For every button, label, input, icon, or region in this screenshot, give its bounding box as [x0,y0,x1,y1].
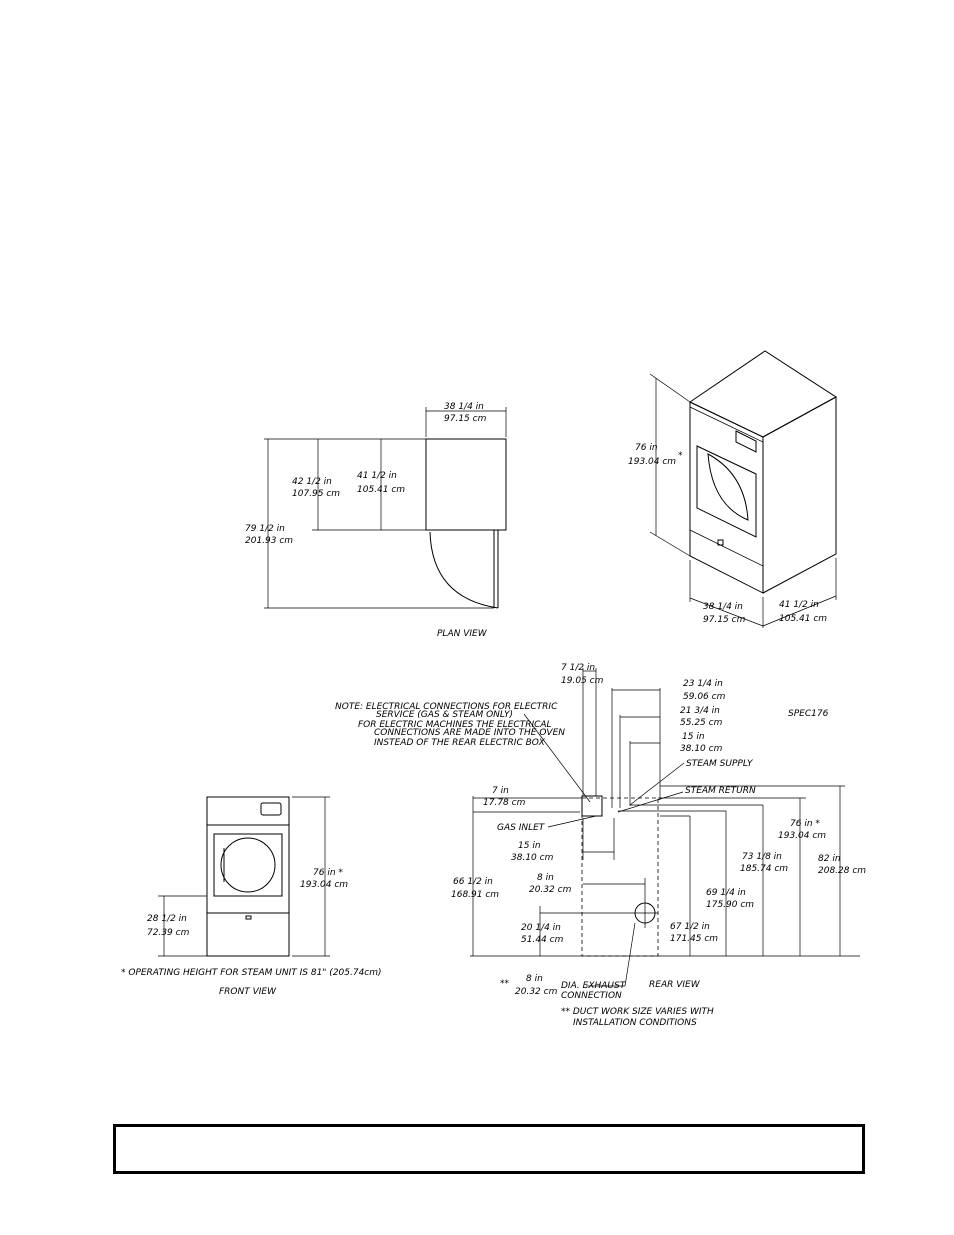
rear-note-line-3: FOR ELECTRIC MACHINES THE ELECTRICAL [358,720,552,730]
dim-20q-cm: 51.44 cm [521,935,564,945]
rear-spec-label: SPEC176 [788,709,829,719]
front-steam-note: * OPERATING HEIGHT FOR STEAM UNIT IS 81"… [121,968,382,978]
dim-66h-cm: 168.91 cm [451,890,499,900]
plan-view-label: PLAN VIEW [437,629,488,639]
iso-height-mark: * [678,451,683,461]
rear-electric-box [581,795,603,817]
dim-8b-cm: 20.32 cm [515,987,558,997]
dim-69q-cm: 175.90 cm [706,900,754,910]
steam-supply-label: STEAM SUPPLY [686,759,754,769]
iso-door-frame [696,445,757,538]
dim-67h-in: 67 1/2 in [670,922,710,932]
dim-73e-in: 73 1/8 in [742,852,782,862]
plan-width-in: 38 1/4 in [444,402,484,412]
rear-view-label: REAR VIEW [649,980,701,990]
plan-depth-b-in: 41 1/2 in [357,471,397,481]
plan-total-in: 79 1/2 in [245,524,285,534]
dim-23q-cm: 59.06 cm [683,692,726,702]
plan-total-cm: 201.93 cm [245,536,293,546]
dim-21tq-cm: 55.25 cm [680,718,723,728]
dim-7-cm: 17.78 cm [483,798,526,808]
dim-8a-cm: 20.32 cm [529,885,572,895]
plan-door-swing [429,531,499,609]
front-door-glass [220,837,276,893]
steam-return-label: STEAM RETURN [685,786,756,796]
dim-23q-in: 23 1/4 in [683,679,723,689]
exhaust-label-1: DIA. EXHAUST [561,981,627,991]
footer-box [113,1124,865,1174]
dim-15a-in: 15 in [682,732,705,742]
front-door-in: 28 1/2 in [147,914,187,924]
dim-20q-in: 20 1/4 in [521,923,561,933]
dim-67h-cm: 171.45 cm [670,934,718,944]
dim-15b-in: 15 in [518,841,541,851]
exhaust-mark: ** [500,979,510,989]
front-control-panel [260,802,282,816]
iso-handle [717,539,724,546]
iso-height-cm: 193.04 cm [628,457,676,467]
dim-21tq-in: 21 3/4 in [680,706,720,716]
plan-depth-b-cm: 105.41 cm [357,485,405,495]
rear-note-line-2: SERVICE (GAS & STEAM ONLY) [376,710,513,720]
front-cabinet [206,796,290,957]
dim-76-in: 76 in * [790,819,820,829]
rear-note-line-4: CONNECTIONS ARE MADE INTO THE OVEN [374,728,565,738]
iso-door-glass [707,453,749,521]
front-height-cm: 193.04 cm [300,880,348,890]
dim-82-in: 82 in [818,854,841,864]
isometric-view: 76 in 193.04 cm * 38 1/4 in 97.15 cm 41 … [628,350,837,628]
plan-depth-a-cm: 107.95 cm [292,489,340,499]
dim-66h-in: 66 1/2 in [453,877,493,887]
plan-view: 38 1/4 in 97.15 cm 42 1/2 in 107.95 cm 4… [245,402,507,639]
dim-15a-cm: 38.10 cm [680,744,723,754]
front-handle [245,915,252,920]
duct-note-1: ** DUCT WORK SIZE VARIES WITH [561,1007,714,1017]
dim-7half-in: 7 1/2 in [561,663,595,673]
plan-dryer-outline [425,438,507,531]
front-view-label: FRONT VIEW [219,987,277,997]
dim-82-cm: 208.28 cm [818,866,866,876]
gas-inlet-label: GAS INLET [497,823,546,833]
dim-15b-cm: 38.10 cm [511,853,554,863]
iso-depth-in: 41 1/2 in [779,600,819,610]
rear-note-line-1: NOTE: ELECTRICAL CONNECTIONS FOR ELECTRI… [335,702,558,712]
duct-note-2: INSTALLATION CONDITIONS [573,1018,697,1028]
dim-8b-in: 8 in [526,974,543,984]
front-height-in: 76 in * [313,868,343,878]
dim-7half-cm: 19.05 cm [561,676,604,686]
dim-7-in: 7 in [492,786,509,796]
rear-cabinet-outline [581,797,659,957]
iso-width-in: 38 1/4 in [703,602,743,612]
rear-note-line-5: INSTEAD OF THE REAR ELECTRIC BOX [374,738,546,748]
iso-control-panel [735,430,757,453]
iso-front [689,401,764,594]
iso-depth-cm: 105.41 cm [779,614,827,624]
front-door-cm: 72.39 cm [147,928,190,938]
dim-76-cm: 193.04 cm [778,831,826,841]
front-door-frame [213,833,283,897]
iso-height-in: 76 in [635,443,658,453]
plan-width-cm: 97.15 cm [444,414,487,424]
iso-width-cm: 97.15 cm [703,615,746,625]
dim-73e-cm: 185.74 cm [740,864,788,874]
iso-side [762,396,837,594]
exhaust-label-2: CONNECTION [561,991,622,1001]
dim-8a-in: 8 in [537,873,554,883]
dim-69q-in: 69 1/4 in [706,888,746,898]
iso-top [689,350,837,438]
front-view: 76 in * 193.04 cm 28 1/2 in 72.39 cm * O… [121,796,382,997]
rear-view: NOTE: ELECTRICAL CONNECTIONS FOR ELECTRI… [335,663,866,1028]
plan-depth-a-in: 42 1/2 in [292,477,332,487]
